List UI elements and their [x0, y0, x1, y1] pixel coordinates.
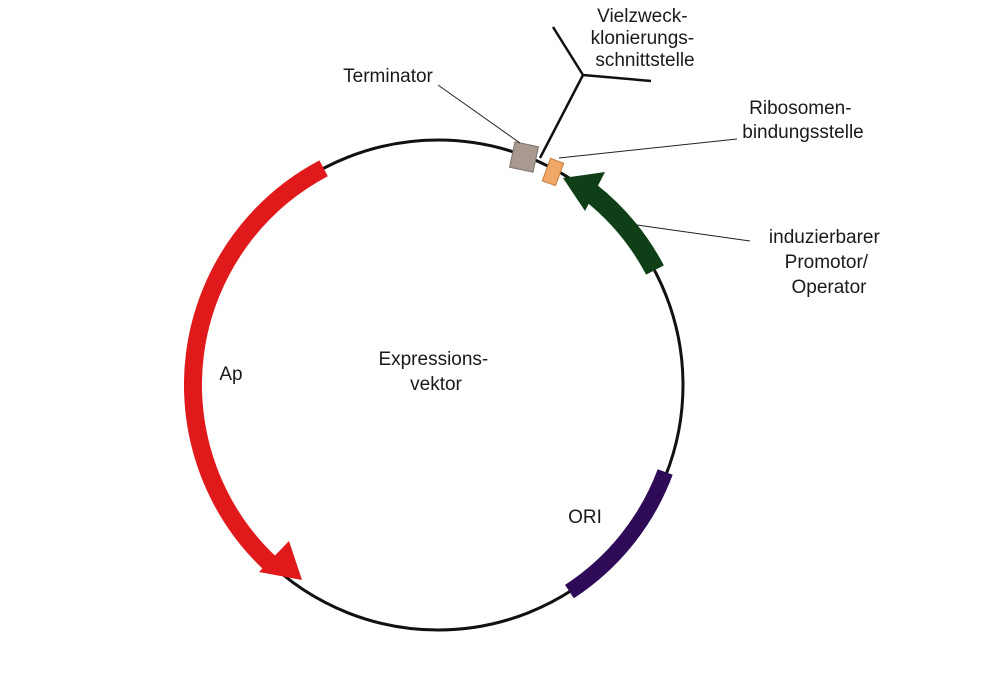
label-terminator: Terminator: [343, 66, 433, 87]
label-mcs-line-1: Vielzweck-: [597, 6, 687, 27]
label-mcs: Vielzweck- klonierungs- schnittstelle: [591, 6, 700, 71]
promoter-arrow-head: [563, 172, 605, 211]
promoter-leader-line: [636, 224, 751, 242]
label-promoter-line-3: Operator: [792, 277, 868, 298]
label-center-line-1: Expressions-: [378, 349, 488, 370]
label-center-line-2: vektor: [410, 374, 462, 395]
label-promoter: induzierbarer Promotor/ Operator: [769, 227, 885, 298]
label-ap: Ap: [219, 364, 242, 385]
terminator-box: [508, 141, 540, 173]
rbs-leader-line: [558, 138, 738, 159]
label-mcs-line-3: schnittstelle: [595, 50, 694, 71]
promoter-arrow-body: [583, 184, 664, 275]
ori-segment: [564, 469, 673, 599]
label-mcs-line-2: klonierungs-: [591, 28, 695, 49]
label-rbs-line-1: Ribosomen-: [749, 98, 851, 119]
ap-arrow-head: [259, 541, 302, 580]
label-ori: ORI: [568, 507, 602, 528]
ap-arrow-body: [183, 160, 328, 574]
label-rbs-line-2: bindungsstelle: [742, 122, 863, 143]
mcs-site-line: [538, 26, 652, 159]
label-promoter-line-2: Promotor/: [785, 252, 869, 273]
rbs-box: [541, 157, 565, 187]
label-rbs: Ribosomen- bindungsstelle: [742, 98, 863, 143]
label-center: Expressions- vektor: [378, 349, 493, 395]
label-promoter-line-1: induzierbarer: [769, 227, 881, 248]
terminator-leader-line: [437, 84, 521, 144]
